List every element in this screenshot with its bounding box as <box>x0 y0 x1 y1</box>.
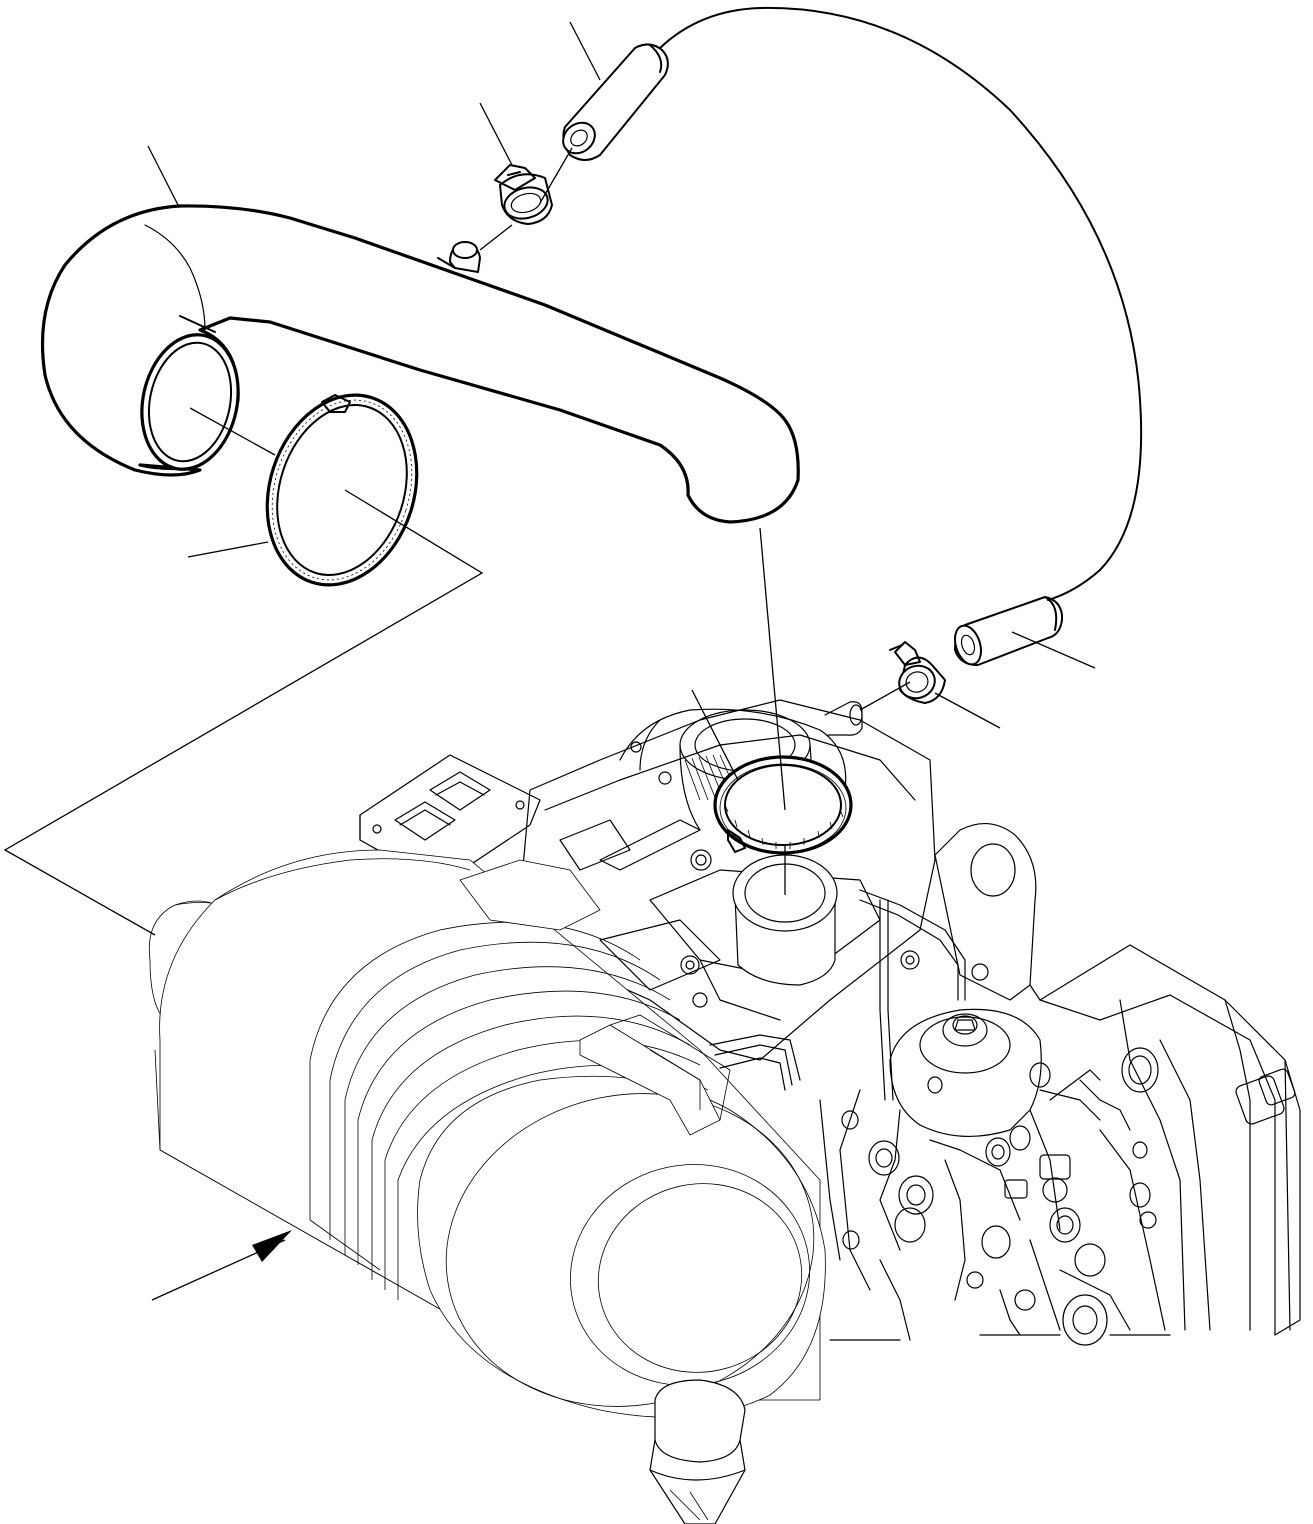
injection-pump <box>819 999 1211 1346</box>
air-cleaner <box>148 849 826 1524</box>
leader-hose-clamp-large <box>187 541 269 558</box>
airflow-arrow-icon <box>252 1230 292 1262</box>
small-hose-clamp-upper <box>494 164 553 225</box>
hose-clamp-large-upper <box>265 393 419 587</box>
leader-small-hose-upper <box>569 21 601 81</box>
hose-route-line <box>659 6 1143 601</box>
leader-small-hose-clamp-upper <box>479 102 513 166</box>
leader-small-hose-clamp-lower <box>934 692 1001 729</box>
leader-turbo-gasket <box>691 689 739 781</box>
air-intake-elbow-pipe <box>40 204 800 524</box>
small-hose-upper <box>562 43 669 161</box>
leader-small-hose-lower <box>1011 631 1096 669</box>
small-hose-clamp-lower <box>889 641 946 704</box>
small-hose-lower <box>954 596 1063 666</box>
leader-lines <box>3 21 1096 936</box>
leader-air-intake-elbow-pipe <box>147 145 179 206</box>
